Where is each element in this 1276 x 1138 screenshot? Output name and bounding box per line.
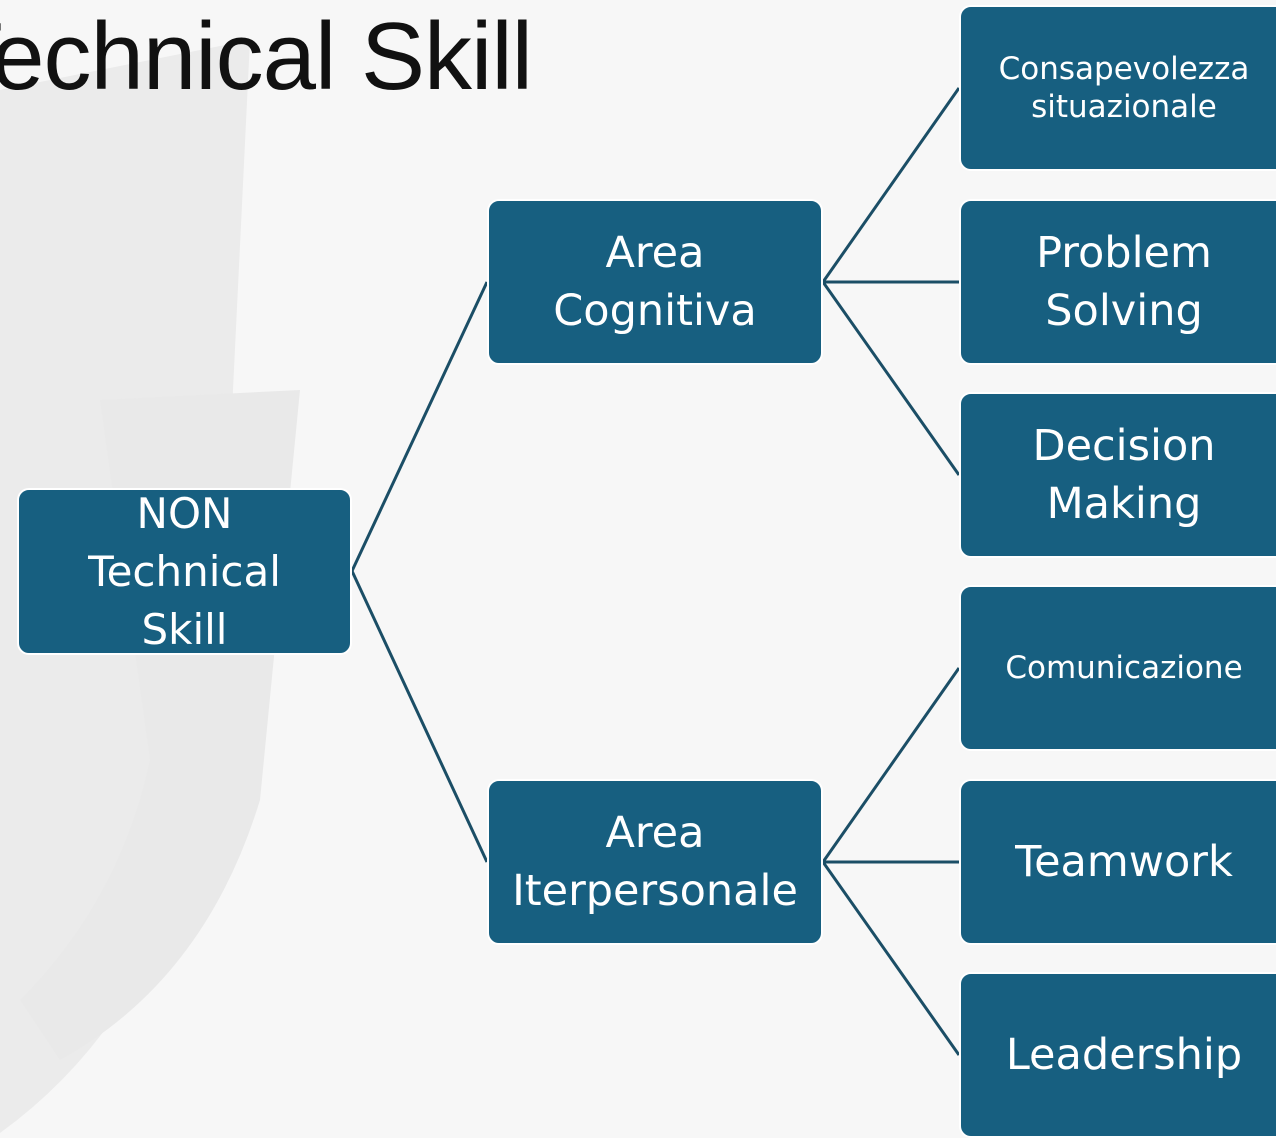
slide-title-text: NON Technical Skill — [0, 3, 533, 110]
connector-iterpersonale-comunicazione — [821, 667, 961, 863]
connector-cognitiva-consapevolezza — [821, 87, 961, 283]
node-area-iterpersonale: Area Iterpersonale — [487, 779, 823, 945]
connector-root-cognitiva — [350, 281, 489, 572]
node-area-cognitiva: Area Cognitiva — [487, 199, 823, 365]
node-decision-making: Decision Making — [959, 392, 1276, 558]
connector-iterpersonale-leadership — [821, 861, 961, 1056]
connector-root-iterpersonale — [350, 570, 489, 863]
node-leadership: Leadership — [959, 972, 1276, 1138]
node-comunicazione: Comunicazione — [959, 585, 1276, 751]
node-non-technical-skill: NON Technical Skill — [17, 488, 352, 655]
node-consapevolezza-situazionale: Consapevolezza situazionale — [959, 5, 1276, 171]
connector-cognitiva-decision-making — [821, 281, 961, 476]
slide-title: NON Technical Skill — [0, 0, 560, 128]
node-problem-solving: Problem Solving — [959, 199, 1276, 365]
node-teamwork: Teamwork — [959, 779, 1276, 945]
